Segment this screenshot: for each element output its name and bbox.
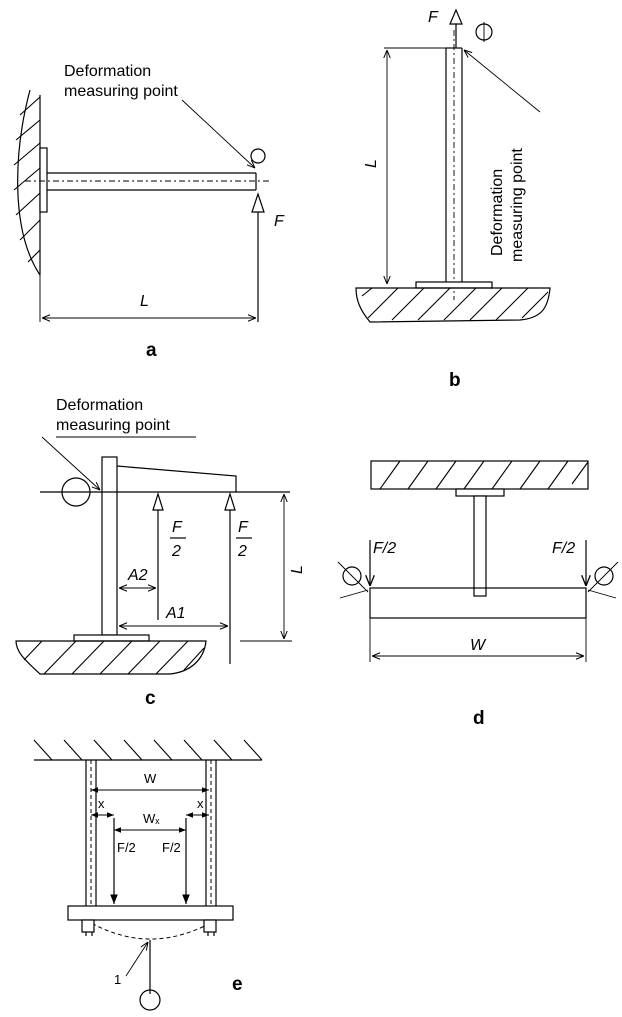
caption-b: b xyxy=(449,370,461,391)
diagram-a: F L Deformation measuring point a xyxy=(13,63,285,361)
a1-label: A1 xyxy=(165,605,186,622)
callout-label-e: 1 xyxy=(114,972,121,987)
caption-d: d xyxy=(473,708,485,729)
base-plate-c xyxy=(73,634,150,642)
leader-c xyxy=(41,436,100,490)
width-label-e: W xyxy=(144,771,157,786)
force-arrow-c-2 xyxy=(224,491,236,511)
bottom-plate-e xyxy=(67,905,234,921)
force-label-a: F xyxy=(274,213,285,230)
wx-label-e: Wₓ xyxy=(143,811,160,826)
force-arrow-c-1 xyxy=(152,491,164,511)
force-num-c-1: F xyxy=(172,519,183,536)
rod-d xyxy=(473,495,487,597)
ceiling-d xyxy=(370,460,589,490)
nut-e-right xyxy=(203,919,217,933)
measuring-label-a-2: measuring point xyxy=(64,83,178,100)
base-plate-b xyxy=(415,281,493,289)
wall-outline-a xyxy=(17,89,41,276)
diagram-e: W x x Wₓ F/2 F/2 1 e xyxy=(33,739,263,1011)
callout-leader-e xyxy=(125,942,148,977)
measuring-label-b-2: measuring point xyxy=(509,148,526,262)
caption-c: c xyxy=(145,688,156,709)
force-num-c-2: F xyxy=(238,519,249,536)
nut-e-left xyxy=(81,919,95,933)
ground-b xyxy=(355,287,551,323)
mount-plate-d xyxy=(455,488,505,497)
measuring-label-b-1: Deformation xyxy=(489,169,506,256)
ceiling-hatching-e xyxy=(33,739,263,761)
dial-indicator-c xyxy=(61,477,91,507)
diagram-c: Deformation measuring point F 2 F 2 A2 A… xyxy=(15,397,306,709)
measuring-label-c-1: Deformation xyxy=(56,397,143,414)
force-den-c-2: 2 xyxy=(237,543,247,560)
measuring-label-c-2: measuring point xyxy=(56,417,170,434)
wall-hatching-a xyxy=(13,96,41,263)
a2-label: A2 xyxy=(127,567,148,584)
ground-hatching-c xyxy=(23,640,205,675)
force-arrow-a xyxy=(251,192,265,213)
force-label-d-right: F/2 xyxy=(552,540,575,557)
force-den-c-1: 2 xyxy=(171,543,181,560)
dial-indicator-d-left xyxy=(342,566,362,586)
caption-a: a xyxy=(146,340,157,361)
flange-a xyxy=(39,147,48,213)
length-label-c: L xyxy=(289,565,306,574)
caption-e: e xyxy=(232,974,243,995)
length-label-a: L xyxy=(140,293,149,310)
diagram-d: F/2 F/2 W d xyxy=(337,460,619,729)
diagram-b: F L Deformation measuring point b xyxy=(355,8,551,391)
width-label-d: W xyxy=(470,637,487,654)
column-c xyxy=(101,456,118,636)
measuring-label-a-1: Deformation xyxy=(64,63,151,80)
ceiling-hatching-d xyxy=(379,460,589,490)
force-label-e-left: F/2 xyxy=(117,840,136,855)
dial-indicator-e xyxy=(139,989,161,1011)
dial-indicator-a xyxy=(250,148,266,164)
length-label-b: L xyxy=(363,159,380,168)
force-label-e-right: F/2 xyxy=(162,840,181,855)
force-label-b: F xyxy=(428,9,439,26)
dial-indicator-d-right xyxy=(594,566,614,586)
deflection-curve-e xyxy=(85,919,217,940)
crossbar-d xyxy=(369,587,587,619)
arm-c xyxy=(116,465,237,492)
ground-c xyxy=(15,640,207,675)
ground-hatching-b xyxy=(361,287,549,321)
x-label-e-right: x xyxy=(197,796,204,811)
leader-a xyxy=(181,99,255,168)
leader-b xyxy=(464,50,541,113)
x-label-e-left: x xyxy=(98,796,105,811)
force-label-d-left: F/2 xyxy=(373,540,396,557)
force-arrow-b xyxy=(449,8,463,25)
